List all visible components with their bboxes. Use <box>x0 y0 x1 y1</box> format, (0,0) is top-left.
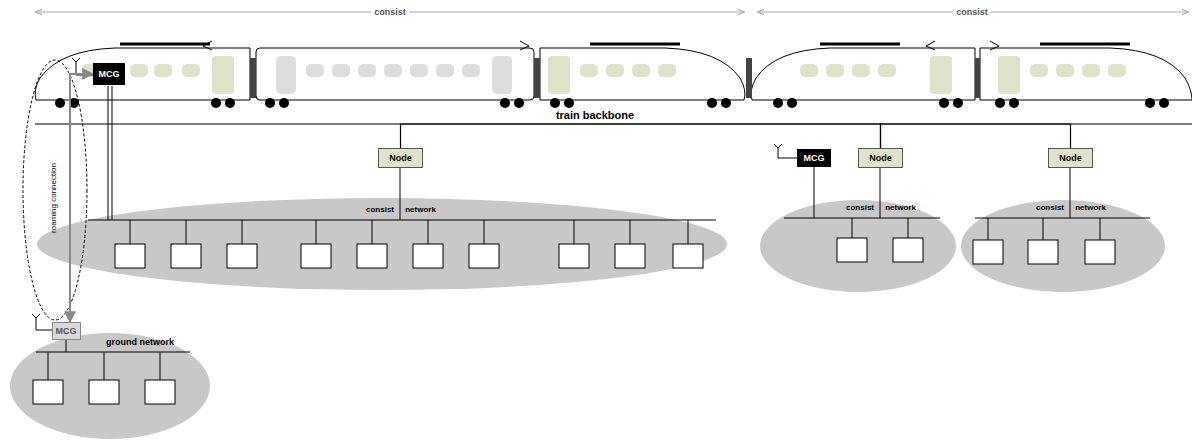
node-text: Node <box>1059 154 1082 163</box>
text-label: consist network <box>1036 204 1106 212</box>
backbone-link <box>401 124 881 148</box>
edge-label: roaming connection <box>50 163 58 233</box>
train-cars <box>35 48 1192 100</box>
antenna <box>32 58 797 330</box>
node-box: Node <box>378 148 423 168</box>
node-text: MCG <box>99 70 120 79</box>
text-label: consist <box>953 8 991 17</box>
text-label: train backbone <box>556 110 634 121</box>
text-label: ground network <box>106 338 174 347</box>
pantograph <box>203 41 999 50</box>
backbone-link <box>881 124 1071 148</box>
mcg-box: MCG <box>93 63 125 85</box>
network-area <box>10 198 1165 439</box>
node-text: MCG <box>804 154 825 163</box>
text-label: consist <box>371 8 409 17</box>
wheels <box>55 98 1169 108</box>
node-box: Node <box>1048 148 1093 168</box>
roof-line <box>120 43 1130 46</box>
roaming-outline <box>23 60 87 320</box>
bus-wires <box>36 86 1150 380</box>
node-text: Node <box>869 154 892 163</box>
roaming-arrow <box>70 74 93 322</box>
device-box <box>33 238 1115 404</box>
mcg-box: MCG <box>52 322 81 340</box>
node-text: Node <box>389 154 412 163</box>
node-text: MCG <box>56 327 77 336</box>
gangway <box>250 58 980 98</box>
node-box: Node <box>858 148 903 168</box>
mcg-box: MCG <box>797 149 831 167</box>
windows-grey <box>276 56 512 94</box>
text-label: consist network <box>366 206 436 214</box>
windows <box>82 56 1126 94</box>
text-label: consist network <box>846 204 916 212</box>
